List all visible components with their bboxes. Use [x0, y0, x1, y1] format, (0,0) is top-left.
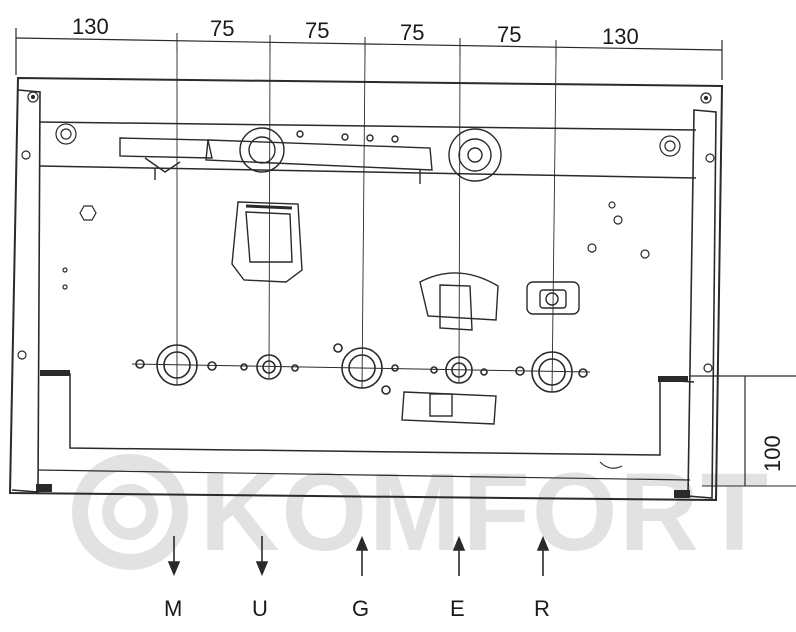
label-r: R — [534, 596, 550, 621]
arrow-m-down-icon — [167, 536, 181, 577]
arrow-g-up-icon — [355, 535, 369, 576]
watermark-logo-ring — [72, 454, 188, 570]
dim-top-3: 75 — [305, 18, 329, 43]
foot-left — [36, 484, 52, 492]
dim-top-5: 75 — [497, 22, 521, 47]
center-lines — [176, 51, 557, 393]
boiler-body — [8, 76, 724, 502]
connection-labels: M U G E R — [164, 596, 550, 621]
screws — [17, 91, 715, 373]
mid-components — [231, 201, 580, 425]
label-m: M — [164, 596, 182, 621]
top-mechanism — [119, 127, 502, 184]
label-g: G — [352, 596, 369, 621]
dim-top-2: 75 — [210, 16, 234, 41]
watermark-logo-core — [102, 484, 158, 540]
dim-top-4: 75 — [400, 20, 424, 45]
dim-right: 100 — [760, 435, 785, 472]
flow-arrows — [167, 535, 550, 577]
watermark-text: KOMFORT — [200, 451, 770, 574]
arrow-u-down-icon — [255, 536, 269, 577]
port-g — [333, 343, 399, 395]
label-e: E — [450, 596, 465, 621]
watermark: KOMFORT — [72, 451, 770, 574]
label-u: U — [252, 596, 268, 621]
dim-top-6: 130 — [602, 24, 639, 49]
right-dimension: 100 — [690, 375, 796, 487]
top-dimension-chain: 130 75 75 75 75 130 — [15, 14, 723, 80]
dim-top-1: 130 — [72, 14, 109, 39]
arrow-r-up-icon — [536, 535, 550, 576]
arrow-e-up-icon — [452, 535, 466, 576]
foot-right — [674, 490, 690, 498]
connection-ports — [131, 343, 591, 395]
